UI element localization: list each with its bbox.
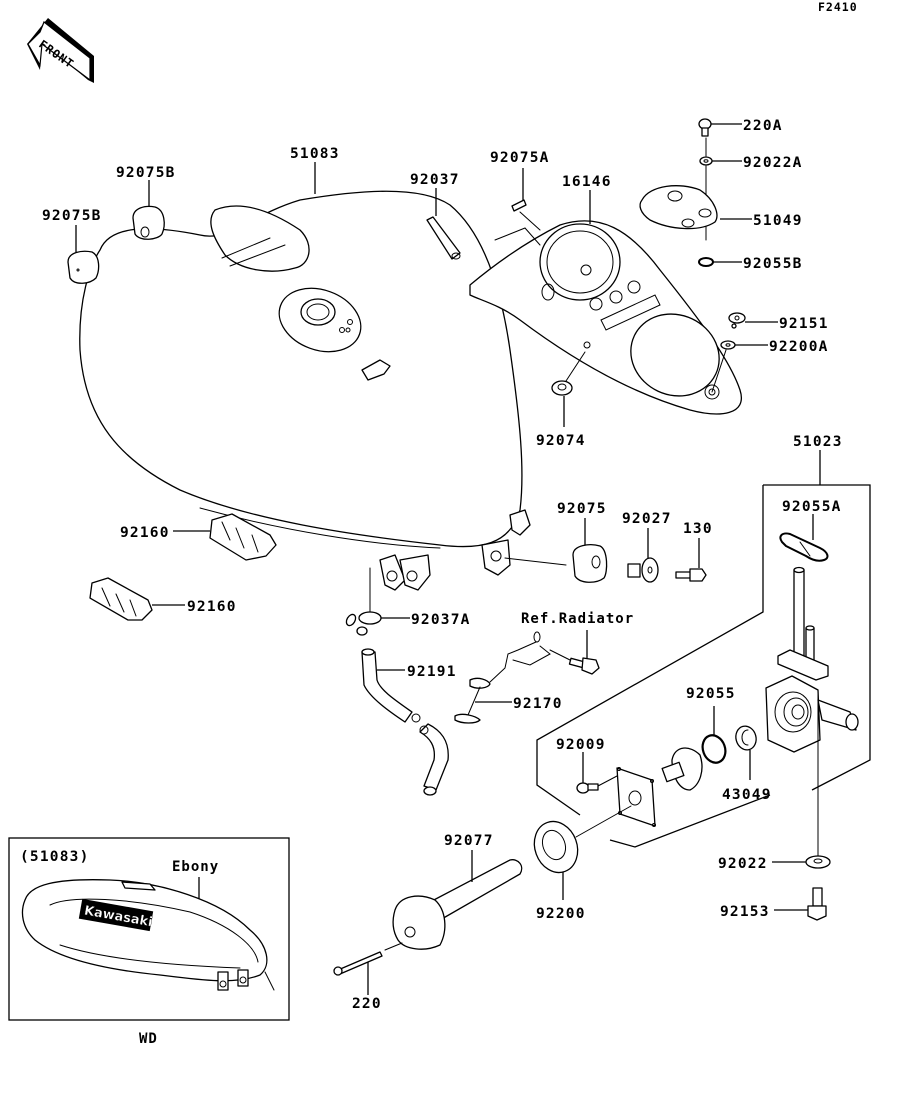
callout-92075B-lower[interactable]: 92075B (42, 208, 102, 224)
gasket-92055A[interactable] (779, 532, 829, 562)
o-ring-92055[interactable] (699, 732, 729, 766)
bracket-92170[interactable] (454, 631, 571, 724)
callout-16146[interactable]: 16146 (562, 174, 612, 190)
variant-inset-box (8, 837, 290, 1021)
callout-130[interactable]: 130 (683, 521, 713, 537)
assembly-frame-left (536, 485, 771, 848)
callout-92151[interactable]: 92151 (779, 316, 829, 332)
callout-92077[interactable]: 92077 (444, 833, 494, 849)
callout-92055B[interactable]: 92055B (743, 256, 803, 272)
callout-220[interactable]: 220 (352, 996, 382, 1012)
callout-92191[interactable]: 92191 (407, 664, 457, 680)
washer-92022[interactable] (805, 855, 831, 869)
pad-92160-lower[interactable] (89, 577, 153, 621)
valve-cover-plate[interactable] (616, 767, 656, 827)
tube-92037[interactable] (426, 216, 461, 260)
valve-lever[interactable] (661, 747, 703, 791)
callout-92009[interactable]: 92009 (556, 737, 606, 753)
callout-92037[interactable]: 92037 (410, 172, 460, 188)
callout-92160-lower[interactable]: 92160 (187, 599, 237, 615)
variant-code: WD (139, 1031, 158, 1047)
callout-92153[interactable]: 92153 (720, 904, 770, 920)
callout-92055[interactable]: 92055 (686, 686, 736, 702)
callout-92075B-upper[interactable]: 92075B (116, 165, 176, 181)
callout-92075[interactable]: 92075 (557, 501, 607, 517)
fuel-valve-body[interactable] (765, 566, 859, 753)
clip-92151[interactable] (728, 312, 746, 329)
callout-51023[interactable]: 51023 (793, 434, 843, 450)
washer-92200A[interactable] (720, 340, 736, 350)
grommet-92075A[interactable] (511, 199, 527, 212)
assembly-frame-right (763, 484, 871, 791)
pad-92160-upper[interactable] (209, 513, 277, 561)
bolt-radiator-ref[interactable] (568, 657, 600, 675)
callout-92200[interactable]: 92200 (536, 906, 586, 922)
callout-92170[interactable]: 92170 (513, 696, 563, 712)
callout-92075A[interactable]: 92075A (490, 150, 550, 166)
callout-92074[interactable]: 92074 (536, 433, 586, 449)
figure-id: F2410 (818, 0, 858, 14)
collar-92027[interactable] (627, 557, 659, 583)
grommet-92074[interactable] (551, 380, 573, 396)
damper-92075B-upper[interactable] (132, 205, 165, 240)
callout-51083[interactable]: 51083 (290, 146, 340, 162)
bolt-130[interactable] (675, 568, 707, 582)
fuel-tank-51083[interactable] (79, 190, 531, 591)
screw-220A[interactable] (698, 118, 712, 137)
inset-part-ref: (51083) (20, 849, 90, 865)
callout-92200A[interactable]: 92200A (769, 339, 829, 355)
bolt-92153[interactable] (807, 887, 827, 921)
washer-92022A[interactable] (699, 156, 713, 166)
screw-92009[interactable] (576, 782, 599, 794)
washer-92200[interactable] (527, 815, 584, 878)
knob-92077[interactable] (392, 859, 523, 950)
callout-92022[interactable]: 92022 (718, 856, 768, 872)
callout-220A[interactable]: 220A (743, 118, 783, 134)
callout-92037A[interactable]: 92037A (411, 612, 471, 628)
inset-color-label: Ebony (172, 859, 219, 875)
callout-92027[interactable]: 92027 (622, 511, 672, 527)
front-arrow-icon: FRONT (27, 18, 94, 83)
callout-92055A[interactable]: 92055A (782, 499, 842, 515)
damper-92075[interactable] (572, 544, 608, 583)
o-ring-92055B[interactable] (698, 257, 714, 267)
plate-43049[interactable] (733, 724, 759, 752)
ref-radiator-label[interactable]: Ref.Radiator (521, 611, 634, 627)
hose-92191[interactable] (361, 648, 449, 796)
damper-92075B-lower[interactable] (67, 250, 100, 284)
clip-92037A[interactable] (345, 611, 382, 636)
meter-cover-16146[interactable] (469, 220, 743, 415)
callout-51049[interactable]: 51049 (753, 213, 803, 229)
screw-220[interactable] (333, 951, 383, 976)
callout-43049[interactable]: 43049 (722, 787, 772, 803)
callout-92160-upper[interactable]: 92160 (120, 525, 170, 541)
inset-fuel-tank-ebony[interactable]: Kawasaki (21, 879, 275, 991)
callout-92022A[interactable]: 92022A (743, 155, 803, 171)
cap-51049[interactable] (639, 185, 718, 230)
